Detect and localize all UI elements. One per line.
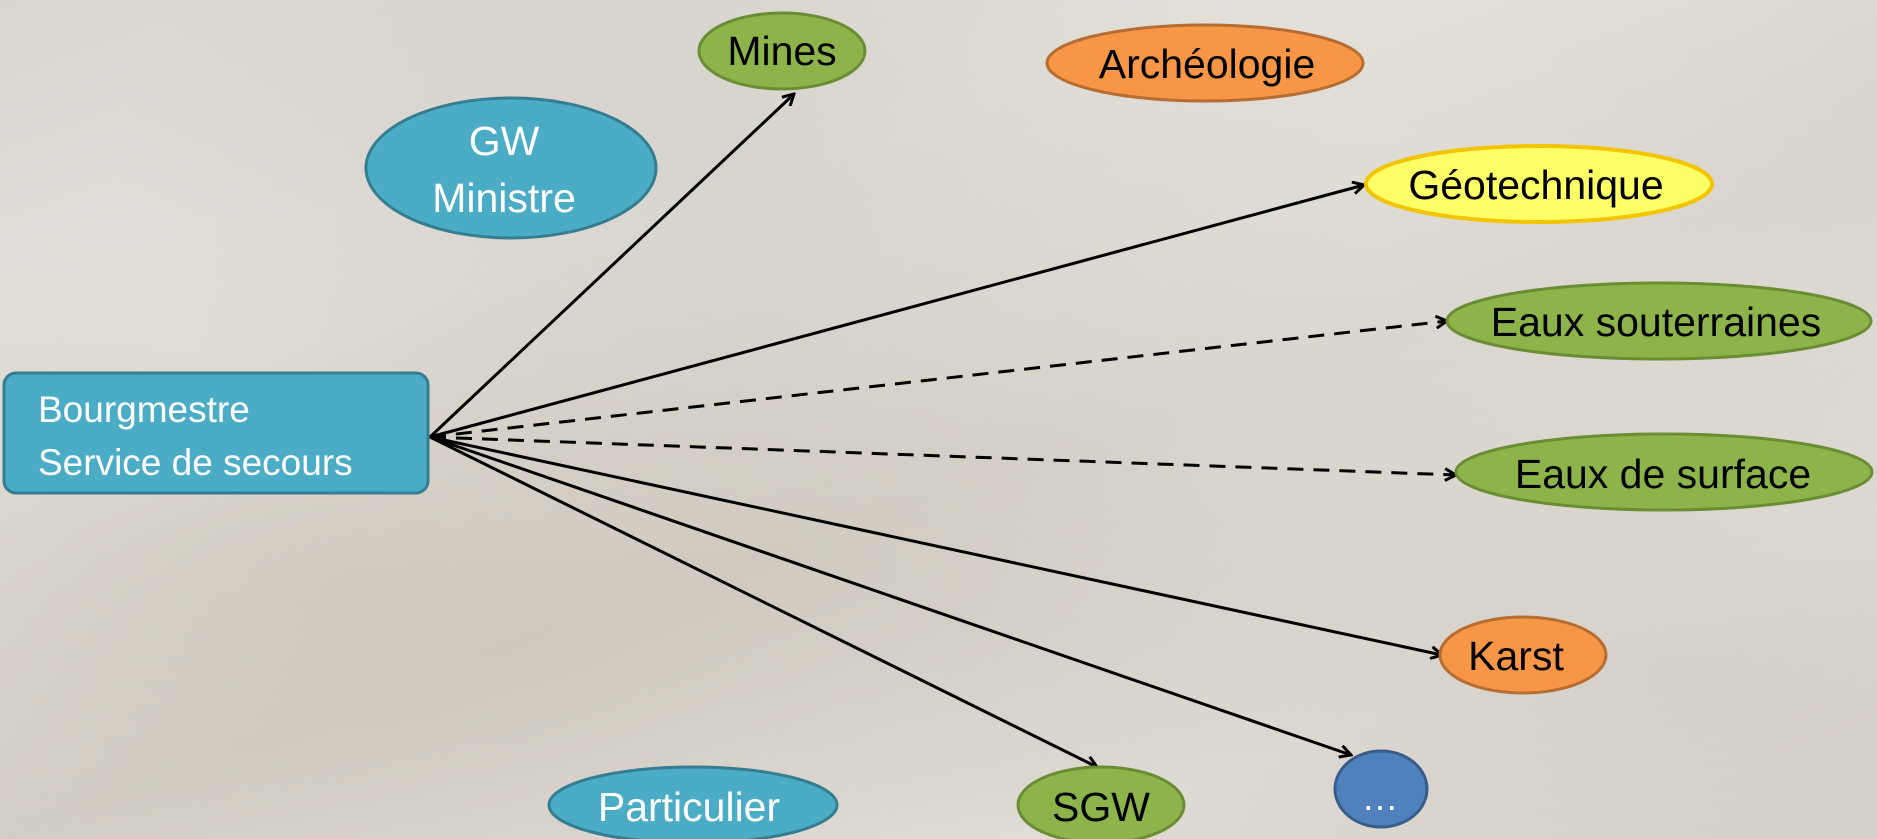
node-karst: Karst: [1438, 615, 1608, 695]
node-gw-line1: GW: [469, 118, 540, 164]
arrow-to-sgw: [429, 435, 1097, 767]
node-mines: Mines: [697, 11, 867, 91]
node-bourgmestre-line2: Service de secours: [38, 442, 353, 483]
node-particulier: Particulier: [547, 765, 839, 839]
node-ellipsis-shape: [1333, 749, 1429, 829]
node-sgw-label: SGW: [1052, 784, 1150, 830]
arrow-to-eaux-surface: [429, 435, 1456, 475]
arrow-to-mines: [428, 94, 794, 439]
node-archeologie-shape: [1045, 23, 1365, 103]
node-geotechnique-label: Géotechnique: [1408, 162, 1663, 208]
node-ellipsis: …: [1333, 749, 1429, 829]
node-sgw-shape: [1016, 765, 1186, 839]
node-sgw: SGW: [1016, 765, 1186, 839]
arrow-to-ellipsis: [429, 435, 1351, 755]
node-ellipsis-label: …: [1362, 777, 1399, 818]
node-particulier-label: Particulier: [598, 784, 780, 830]
node-eaux-surface: Eaux de surface: [1454, 432, 1874, 512]
node-particulier-shape: [547, 765, 839, 839]
node-eaux-souterraines-label: Eaux souterraines: [1491, 299, 1821, 345]
node-gw-ministre-shape: [364, 96, 658, 240]
node-eaux-souterraines: Eaux souterraines: [1445, 281, 1873, 361]
node-bourgmestre-line1: Bourgmestre: [38, 389, 250, 430]
node-gw-line2: Ministre: [432, 175, 576, 221]
arrow-to-karst: [429, 435, 1442, 655]
node-geotechnique-shape: [1364, 144, 1714, 224]
node-archeologie-label: Archéologie: [1099, 41, 1316, 87]
node-eaux-souterraines-shape: [1445, 281, 1873, 361]
arrow-to-eaux-souterraines: [429, 321, 1447, 439]
node-mines-shape: [697, 11, 867, 91]
node-eaux-surface-shape: [1454, 432, 1874, 512]
node-gw-ministre: GW Ministre: [364, 96, 658, 240]
node-karst-label: Karst: [1468, 633, 1564, 679]
node-bourgmestre-box: [2, 371, 430, 495]
node-archeologie: Archéologie: [1045, 23, 1365, 103]
node-mines-label: Mines: [727, 28, 836, 74]
node-bourgmestre: Bourgmestre Service de secours: [2, 371, 430, 495]
arrows: [428, 94, 1456, 767]
arrow-to-geotechnique: [429, 185, 1364, 439]
node-eaux-surface-label: Eaux de surface: [1515, 451, 1811, 497]
node-geotechnique: Géotechnique: [1364, 144, 1714, 224]
node-karst-shape: [1438, 615, 1608, 695]
